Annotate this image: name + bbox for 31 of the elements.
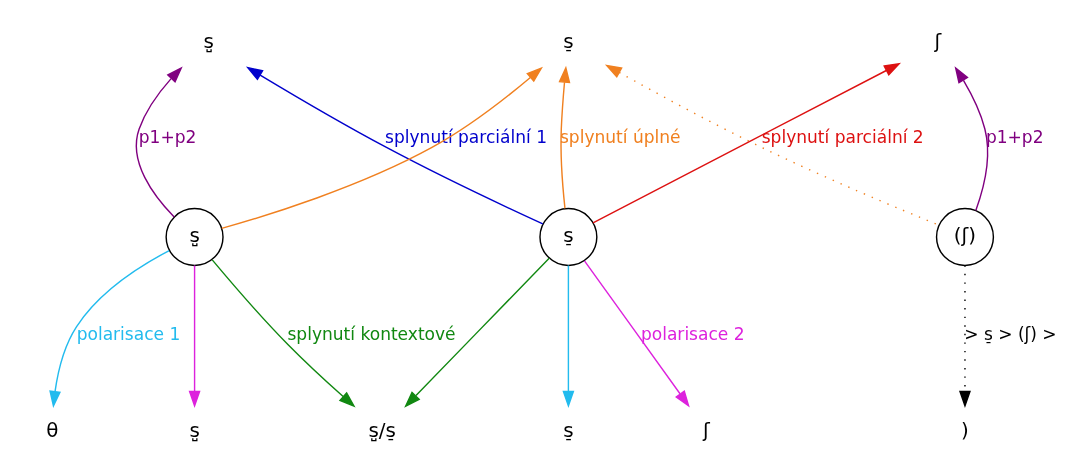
arrow xyxy=(135,65,183,218)
edge-label: splynutí parciální 2 xyxy=(761,126,924,147)
edge-label: > s̠ > (ʃ) > xyxy=(964,323,1057,344)
arrow xyxy=(562,264,575,408)
node-circle: (ʃ) xyxy=(935,207,995,266)
edge-label: p1+p2 xyxy=(138,126,197,147)
node-text: θ xyxy=(46,418,59,442)
arrow xyxy=(558,65,571,209)
edge-label: polarisace 2 xyxy=(640,323,745,344)
node-text: s̠ xyxy=(563,418,574,442)
arrow xyxy=(49,249,170,408)
arrow xyxy=(188,264,201,408)
edge-label: splynutí parciální 1 xyxy=(385,126,548,147)
arrow xyxy=(959,264,971,408)
node-text: s̺/s̠ xyxy=(368,418,396,442)
node-text: ʃ xyxy=(934,29,942,53)
arrow xyxy=(211,258,356,407)
arrow xyxy=(404,257,550,408)
node-text: s̠ xyxy=(563,29,574,53)
node-text: ) xyxy=(961,418,969,442)
arrow xyxy=(592,62,902,223)
edge-label: p1+p2 xyxy=(985,126,1044,147)
node-circle: s̺ xyxy=(165,207,224,266)
edge-label: splynutí kontextové xyxy=(287,323,456,344)
node-text: s̺ xyxy=(189,418,200,442)
node-circle: s̠ xyxy=(539,207,598,266)
node-text: s̺ xyxy=(203,29,214,53)
arrow xyxy=(954,65,989,211)
node-text: ʃ xyxy=(702,418,710,442)
edge-label: polarisace 1 xyxy=(76,323,181,344)
arrow xyxy=(583,259,690,407)
